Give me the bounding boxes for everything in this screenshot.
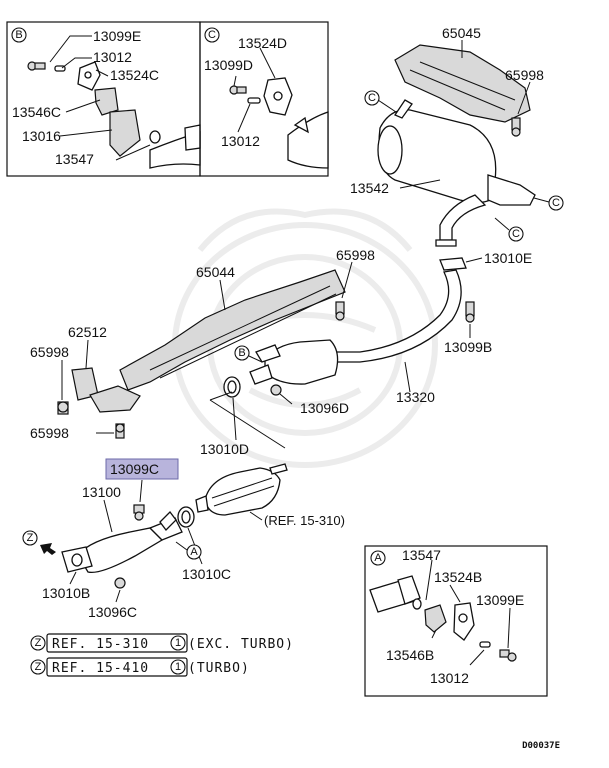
label-62512: 62512 [68,324,107,340]
inset-b-label-13524c: 13524C [110,67,159,83]
inset-b-washer [149,130,161,144]
label-13320: 13320 [396,389,435,405]
label-65998-top: 65998 [505,67,544,83]
callout-c-top-text: C [368,92,376,104]
inset-a-tag [370,550,386,566]
gasket-13010b [61,546,93,573]
callout-z-text: Z [27,532,34,544]
inset-a-tag-text: A [374,552,382,564]
inset-a-bolt [499,649,517,662]
inset-c-tag-text: C [208,29,216,41]
inset-b-label-13546c: 13546C [12,104,61,120]
pre-muffler [249,339,339,385]
main-muffler-13542 [377,99,536,247]
svg-text:REF. 15-410: REF. 15-410 [52,661,149,676]
svg-text:1: 1 [175,637,181,649]
gasket-13010d [223,376,241,398]
inset-a-label-13524b: 13524B [434,569,482,585]
nut-13096c [114,577,126,589]
label-65045: 65045 [442,25,481,41]
bolt-65998-mid [335,301,345,321]
front-pipe-13100 [77,511,183,574]
inset-b-label-13099e: 13099E [93,28,141,44]
label-13096d: 13096D [300,400,349,416]
inset-b-label-13547: 13547 [55,151,94,167]
label-13010c: 13010C [182,566,231,582]
inset-b-bolt [27,61,46,71]
inset-a-pin [479,641,491,648]
label-65044: 65044 [196,264,235,280]
inset-c-label-13012: 13012 [221,133,260,149]
center-pipe-13320 [329,269,462,363]
inset-c-pin [247,97,261,104]
gasket-13010e [439,257,467,271]
inset-a-label-13012: 13012 [430,670,469,686]
svg-text:1: 1 [175,661,181,673]
inset-b-tag-text: B [15,29,22,41]
direction-arrow-icon [40,543,56,555]
inset-c-tag [204,27,220,43]
callout-z [22,530,38,546]
note-exc-turbo: Z REF. 15-310 1 (EXC. TURBO) [30,633,294,653]
callout-c-right [548,195,564,211]
label-13096c: 13096C [88,604,137,620]
label-13010b: 13010B [42,585,90,601]
inset-a-label-13099e: 13099E [476,592,524,608]
svg-text:(TURBO): (TURBO) [188,661,250,676]
bracket-62512 [71,367,141,413]
bolt-65998-low [115,423,125,439]
inset-b-tag [11,27,27,43]
label-13010d: 13010D [200,441,249,457]
inset-c-label-13524d: 13524D [238,35,287,51]
svg-text:Z: Z [35,637,42,649]
heat-shield-65044 [119,269,346,391]
inset-a-panel: A 13547 13524B 13099E 13546B 13012 [364,545,548,697]
nut-13096d [270,384,282,396]
heat-shield-65045 [394,44,531,123]
bolt-65998-left [57,401,69,415]
catalytic-converter [195,463,288,516]
diagram-code: D00037E [522,741,560,751]
inset-b-panel: B 13099E 13012 13524C 13546C 13016 13547 [6,21,201,177]
label-13099c: 13099C [110,461,159,477]
inset-a-label-13546b: 13546B [386,647,434,663]
callout-c-right-text: C [552,197,560,209]
callout-c-lower-text: C [512,228,520,240]
inset-c-muffler-end [287,111,329,169]
label-ref-cat: (REF. 15-310) [264,513,345,528]
label-65998-left: 65998 [30,344,69,360]
watermark-emblem [172,208,438,468]
inset-c-label-13099d: 13099D [204,57,253,73]
inset-a-washer [412,598,422,610]
inset-a-bracket [424,604,447,633]
callout-b-mid-text: B [238,347,245,359]
highlight-13099c [105,458,179,480]
inset-b-bracket [94,87,119,116]
callout-c-top [364,90,380,106]
svg-text:Z: Z [35,661,42,673]
label-13100: 13100 [82,484,121,500]
gasket-13010c [177,506,195,528]
label-13099b: 13099B [444,339,492,355]
bolt-13099b [465,301,475,323]
callout-c-lower [508,226,524,242]
callout-b-mid [234,345,250,361]
callout-a-pipe [186,544,202,560]
callout-a-pipe-text: A [190,546,198,558]
inset-b-label-13012: 13012 [93,49,132,65]
svg-text:(EXC. TURBO): (EXC. TURBO) [188,637,294,652]
inset-a-label-13547: 13547 [402,547,441,563]
note-turbo: Z REF. 15-410 1 (TURBO) [30,657,250,677]
bolt-65998-top [511,117,521,137]
inset-b-label-13016: 13016 [22,128,61,144]
label-13542: 13542 [350,180,389,196]
bolt-13099c [133,504,145,521]
svg-text:REF. 15-310: REF. 15-310 [52,637,149,652]
label-13010e: 13010E [484,250,532,266]
inset-c-panel: C 13524D 13099D 13012 [199,21,329,177]
label-65998-low: 65998 [30,425,69,441]
inset-b-heat-shield [109,109,141,157]
label-65998-mid: 65998 [336,247,375,263]
